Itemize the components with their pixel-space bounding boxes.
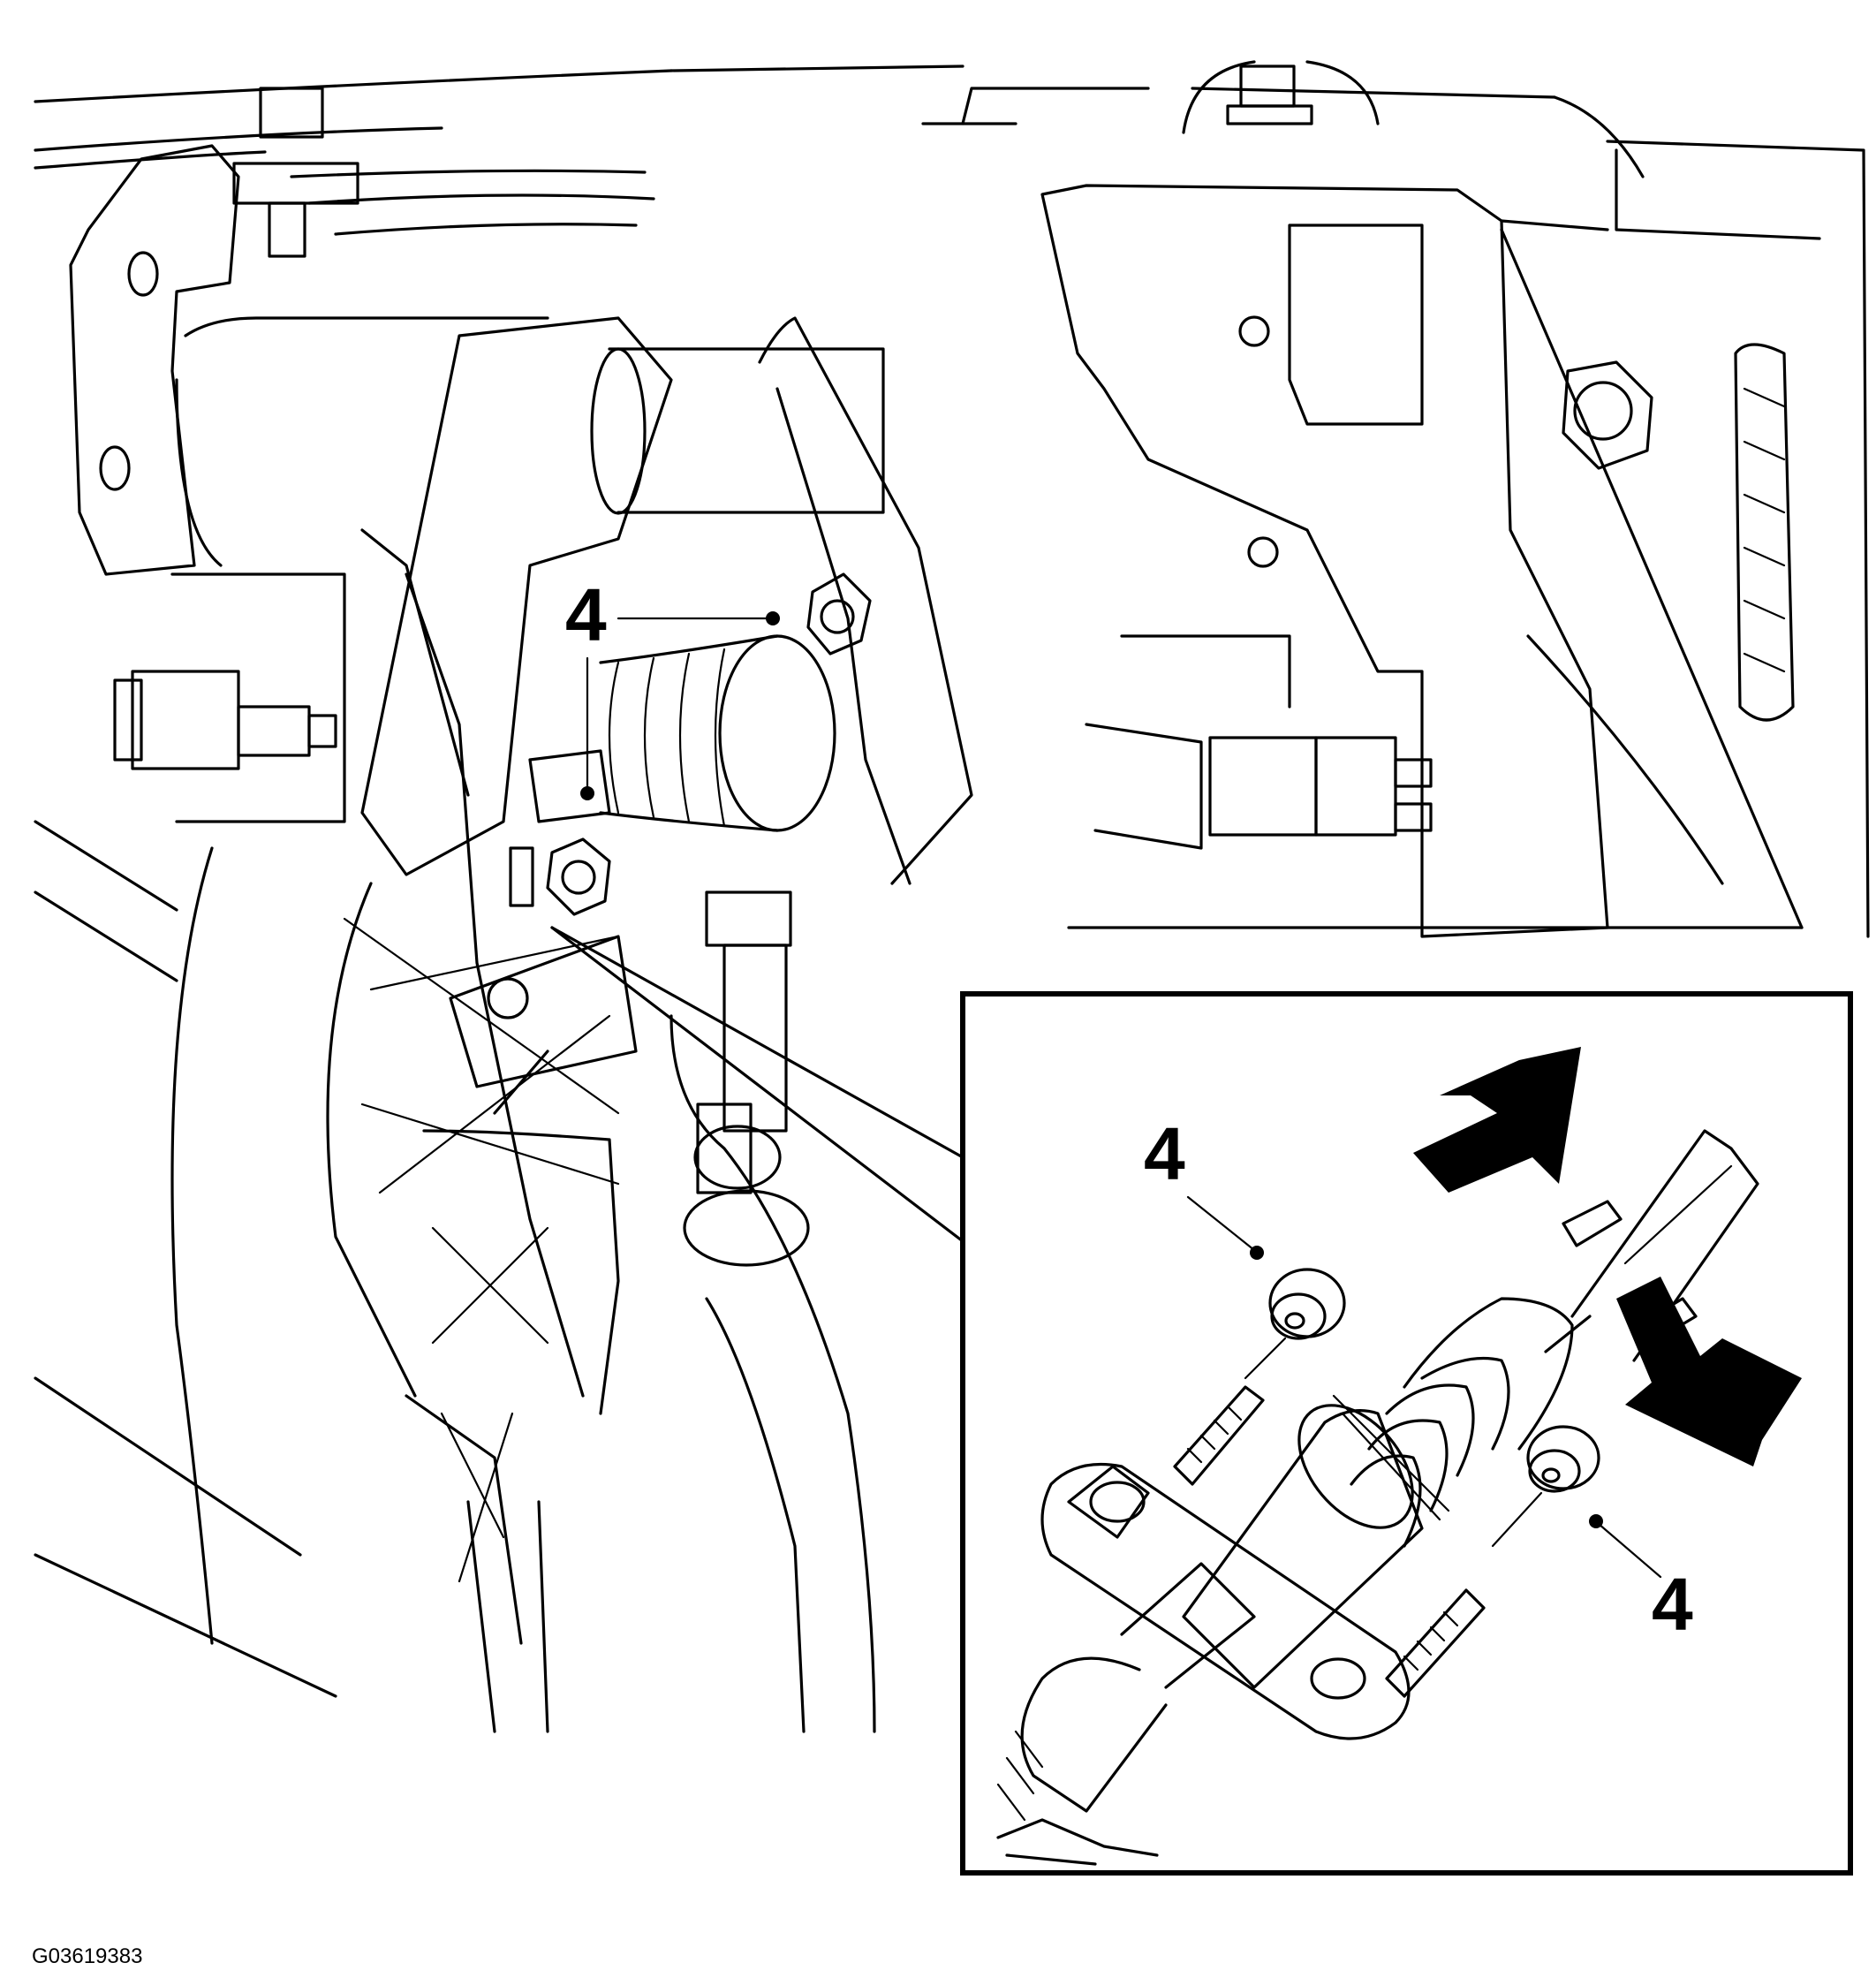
inset-callout-4-upper: 4: [1144, 1112, 1264, 1260]
main-view-nuts: [509, 572, 872, 916]
press-arrow-bottom: [1616, 1277, 1802, 1466]
vent-grille: [1734, 343, 1795, 722]
flange-studs: [1173, 1385, 1486, 1698]
inset-detail: 4 4: [960, 991, 1853, 1876]
pushrod-clevis: [1544, 1129, 1759, 1362]
callout-label-inset-lower: 4: [1652, 1563, 1693, 1646]
callout-label-inset-upper: 4: [1144, 1112, 1185, 1195]
right-connector: [1067, 634, 1804, 929]
output-hose: [996, 1562, 1256, 1866]
lower-bracket: [449, 890, 810, 1267]
master-cylinder-main: [528, 634, 836, 832]
press-arrow-top: [1413, 1047, 1581, 1193]
inset-nut-lower: [1491, 1425, 1600, 1548]
bellows-boot: [1350, 1297, 1574, 1548]
inset-leader: [550, 926, 964, 1243]
mounting-flange: [1040, 1463, 1411, 1740]
master-cylinder-body: [1182, 1394, 1450, 1689]
callout-label-main: 4: [565, 573, 607, 656]
left-switch: [113, 572, 346, 823]
upper-center-bolt: [1182, 60, 1380, 134]
figure-id: G03619383: [32, 1944, 142, 1968]
upper-left-bolt: [232, 87, 359, 258]
inset-nut-upper: [1244, 1268, 1346, 1380]
main-callout-4: 4: [565, 573, 780, 800]
right-hex-nut: [1562, 360, 1653, 470]
inset-callout-4-lower: 4: [1589, 1514, 1693, 1646]
pedal-assembly-lineart: [34, 60, 1870, 1733]
